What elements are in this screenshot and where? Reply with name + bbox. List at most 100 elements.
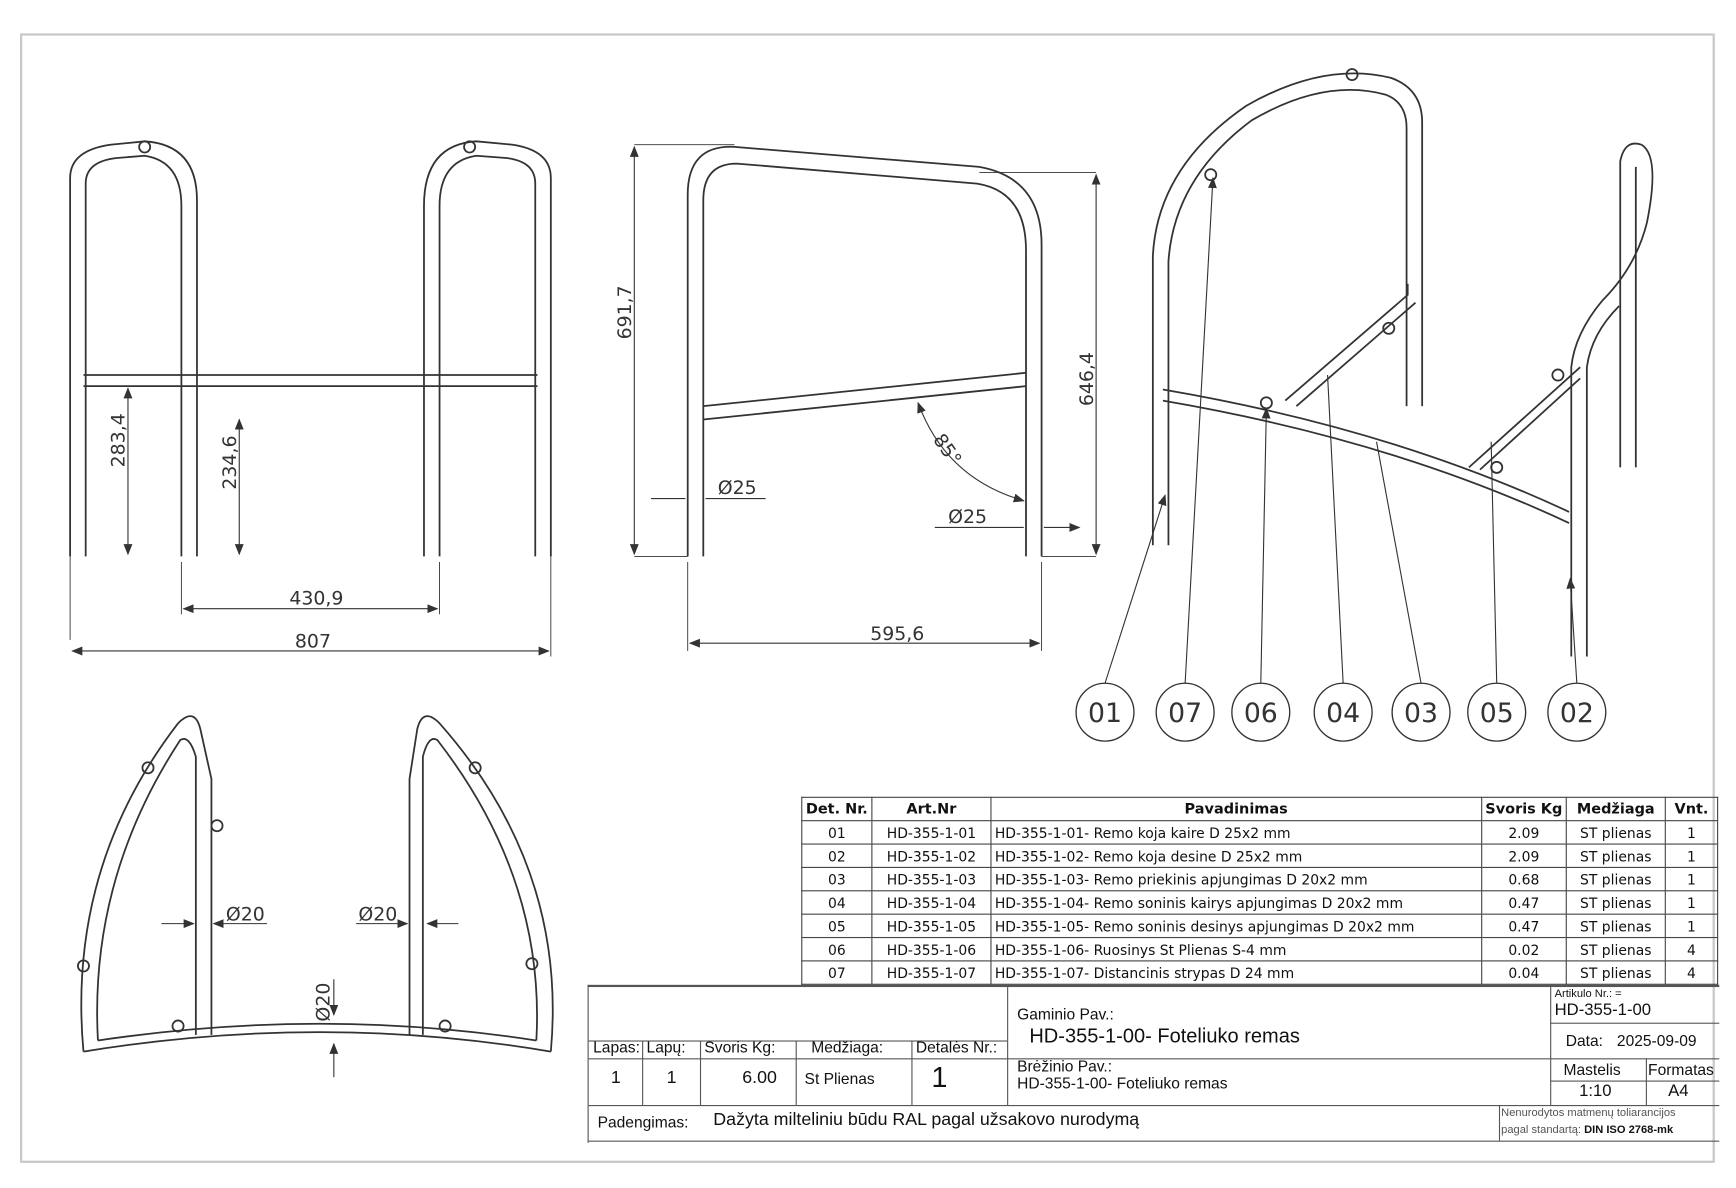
- dim-side-tube-a: Ø25: [718, 477, 757, 499]
- bom-cell-pavadinimas: HD-355-1-01- Remo koja kaire D 25x2 mm: [990, 820, 1482, 845]
- dim-top-tube-front: Ø20: [312, 983, 334, 1022]
- lapu-label: Lapų:: [646, 1038, 686, 1057]
- formatas-value: A4: [1668, 1081, 1689, 1101]
- bom-cell-det-nr: 02: [801, 843, 873, 868]
- dim-top-tube-left: Ø20: [226, 903, 265, 925]
- sheet-border: [20, 33, 1715, 1163]
- dim-side-h-total: 691,7: [614, 285, 636, 339]
- dim-top-tube-right: Ø20: [358, 903, 397, 925]
- title-block: Lapas: Lapų: Svoris Kg: Medžiaga: Detalė…: [587, 984, 1720, 1143]
- bom-cell-pavadinimas: HD-355-1-04- Remo soninis kairys apjungi…: [990, 890, 1482, 915]
- brezinio-value: HD-355-1-00- Foteliuko remas: [1017, 1073, 1228, 1092]
- bom-cell-art-nr: HD-355-1-05: [871, 913, 992, 939]
- medziaga-label: Medžiaga:: [811, 1038, 884, 1057]
- dim-front-w-inner: 430,9: [289, 587, 343, 609]
- bom-cell-svoris: 2.09: [1480, 820, 1567, 845]
- tolerance-std-label: pagal standartą: DIN ISO 2768-mk: [1501, 1124, 1673, 1136]
- balloon-07: 07: [1168, 698, 1202, 729]
- bom-cell-medziaga: ST plienas: [1565, 960, 1666, 985]
- bom-cell-det-nr: 05: [801, 913, 873, 939]
- bom-cell-medziaga: ST plienas: [1565, 820, 1666, 845]
- data-value: 2025-09-09: [1616, 1031, 1697, 1050]
- artikulo-value: HD-355-1-00: [1554, 1000, 1652, 1020]
- bom-cell-vnt: 1: [1664, 820, 1719, 845]
- bom-cell-vnt: 1: [1664, 866, 1719, 892]
- bill-of-materials: Det. Nr. Art.Nr Pavadinimas Svoris Kg Me…: [801, 796, 1719, 985]
- bom-cell-svoris: 0.68: [1480, 866, 1567, 892]
- bom-cell-pavadinimas: HD-355-1-05- Remo soninis desinys apjung…: [990, 913, 1482, 939]
- bom-cell-det-nr: 07: [801, 960, 873, 985]
- tolerance-note: Nenurodytos matmenų toliarancijos: [1501, 1107, 1676, 1120]
- bom-cell-medziaga: ST plienas: [1565, 936, 1666, 962]
- padengimas-value: Dažyta milteliniu būdu RAL pagal užsakov…: [713, 1110, 1140, 1130]
- tolerance-standard: DIN ISO 2768-mk: [1584, 1123, 1674, 1137]
- bom-cell-det-nr: 03: [801, 866, 873, 892]
- balloon-04: 04: [1326, 698, 1360, 729]
- gaminio-value: HD-355-1-00- Foteliuko remas: [1029, 1024, 1300, 1048]
- dim-front-w-total: 807: [295, 631, 331, 653]
- bom-cell-det-nr: 01: [801, 820, 873, 845]
- bom-cell-art-nr: HD-355-1-03: [871, 866, 992, 892]
- mastelis-label: Mastelis: [1563, 1060, 1621, 1079]
- header-det-nr: Det. Nr.: [801, 796, 873, 822]
- dim-side-tube-b: Ø25: [948, 506, 987, 528]
- bom-cell-vnt: 4: [1664, 936, 1719, 962]
- brezinio-label: Brėžinio Pav.:: [1017, 1057, 1113, 1075]
- bom-cell-vnt: 1: [1664, 890, 1719, 915]
- bom-cell-art-nr: HD-355-1-01: [871, 820, 992, 845]
- balloon-06: 06: [1244, 698, 1278, 729]
- bom-cell-vnt: 4: [1664, 960, 1719, 985]
- bom-cell-svoris: 0.47: [1480, 913, 1567, 939]
- dim-side-h-rear: 646,4: [1076, 352, 1098, 406]
- bom-cell-pavadinimas: HD-355-1-06- Ruosinys St Plienas S-4 mm: [990, 936, 1482, 962]
- lapas-label: Lapas:: [593, 1038, 640, 1057]
- bom-cell-pavadinimas: HD-355-1-03- Remo priekinis apjungimas D…: [990, 866, 1482, 892]
- bom-cell-vnt: 1: [1664, 843, 1719, 868]
- header-svoris: Svoris Kg: [1480, 796, 1567, 822]
- mastelis-value: 1:10: [1579, 1081, 1612, 1101]
- svoris-label: Svoris Kg:: [704, 1038, 776, 1057]
- bom-cell-vnt: 1: [1664, 913, 1719, 939]
- bom-cell-det-nr: 04: [801, 890, 873, 915]
- tolerance-line2: pagal standartą:: [1501, 1123, 1581, 1137]
- gaminio-label: Gaminio Pav.:: [1017, 1004, 1114, 1023]
- bom-cell-art-nr: HD-355-1-07: [871, 960, 992, 985]
- front-view: [69, 140, 552, 657]
- bom-cell-svoris: 0.02: [1480, 936, 1567, 962]
- bom-cell-pavadinimas: HD-355-1-02- Remo koja desine D 25x2 mm: [990, 843, 1482, 868]
- bom-cell-det-nr: 06: [801, 936, 873, 962]
- bom-cell-medziaga: ST plienas: [1565, 843, 1666, 868]
- balloon-05: 05: [1480, 698, 1514, 729]
- bom-cell-svoris: 2.09: [1480, 843, 1567, 868]
- artikulo-label: Artikulo Nr.: =: [1554, 988, 1622, 1001]
- bom-cell-art-nr: HD-355-1-04: [871, 890, 992, 915]
- header-art-nr: Art.Nr: [871, 796, 992, 822]
- svoris-value: 6.00: [742, 1068, 777, 1088]
- detales-value: 1: [931, 1060, 948, 1094]
- medziaga-value: St Plienas: [804, 1069, 875, 1088]
- bom-cell-medziaga: ST plienas: [1565, 890, 1666, 915]
- dim-side-depth: 595,6: [870, 623, 924, 645]
- lapu-value: 1: [666, 1068, 677, 1088]
- bom-cell-pavadinimas: HD-355-1-07- Distancinis strypas D 24 mm: [990, 960, 1482, 985]
- top-view: [77, 715, 554, 1078]
- bom-header: Det. Nr. Art.Nr Pavadinimas Svoris Kg Me…: [801, 796, 1719, 822]
- detales-label: Detalės Nr.:: [915, 1038, 998, 1057]
- bom-cell-svoris: 0.47: [1480, 890, 1567, 915]
- balloon-03: 03: [1404, 698, 1438, 729]
- dim-front-h1: 283,4: [108, 413, 130, 467]
- balloon-01: 01: [1088, 698, 1122, 729]
- bom-cell-art-nr: HD-355-1-06: [871, 936, 992, 962]
- bom-cell-medziaga: ST plienas: [1565, 913, 1666, 939]
- bom-cell-medziaga: ST plienas: [1565, 866, 1666, 892]
- lapas-value: 1: [610, 1068, 621, 1088]
